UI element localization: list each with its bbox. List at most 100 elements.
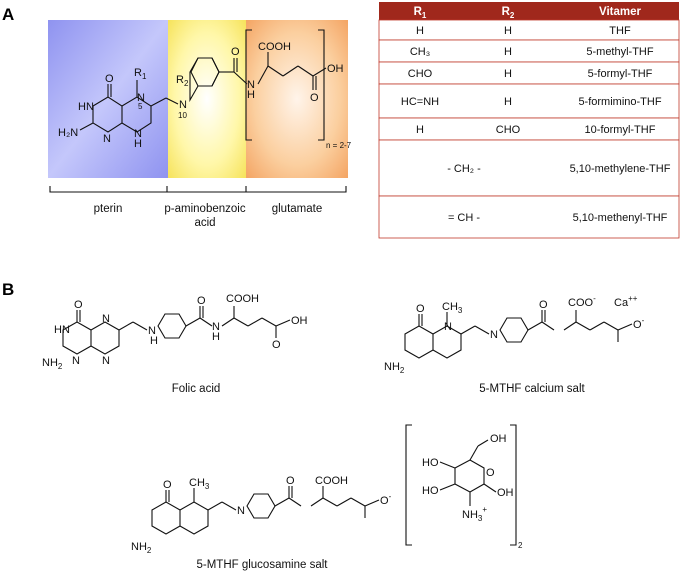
pterin-hn: HN — [78, 101, 94, 113]
header-r2: R2 — [502, 6, 515, 20]
folic-amide-o: O — [197, 295, 206, 307]
mthf-ca-caption: 5-MTHF calcium salt — [479, 383, 585, 395]
cell-r1: H — [416, 124, 424, 136]
header-r1: R1 — [414, 6, 427, 20]
n10-number: 10 — [178, 111, 187, 120]
glc-ho-2: HO — [422, 485, 439, 497]
table-row — [378, 83, 680, 119]
mthf-ca-amide-o: O — [539, 299, 548, 311]
pterin-label: pterin — [94, 203, 123, 215]
folate-general-structure: R1 R2 O HN N 5 H₂N N N H N 10 O N H COOH… — [58, 29, 352, 150]
cell-vitamer: 5,10-methylene-THF — [570, 163, 671, 175]
cell-vitamer: THF — [609, 25, 631, 37]
mthf-ca-amino: NH2 — [384, 361, 405, 375]
r1-label: R1 — [134, 67, 147, 81]
glc-mthf-methyl: CH3 — [189, 477, 210, 491]
cell-bridge: - CH₂ - — [447, 163, 481, 175]
glc-mthf-cooh: COOH — [315, 475, 348, 487]
amide-oxygen: O — [231, 46, 240, 58]
glc-ring-o: O — [486, 467, 495, 479]
glc-oh-right: OH — [497, 487, 514, 499]
alpha-carboxyl: COOH — [258, 41, 291, 53]
mthf-ca-ion: Ca++ — [614, 294, 638, 309]
folic-n1: N — [72, 355, 80, 367]
cell-vitamer: 5-formimino-THF — [578, 96, 661, 108]
glc-ammonium: NH3+ — [462, 505, 487, 523]
glc-mthf-o: O — [163, 479, 172, 491]
cell-r1: CHO — [408, 68, 433, 80]
repeat-count: n = 2-7 — [326, 141, 352, 150]
mthf-ca-o-minus: O- — [633, 316, 645, 331]
table-row — [378, 195, 680, 239]
cell-vitamer: 5-formyl-THF — [588, 68, 653, 80]
cell-r1: CH₃ — [410, 46, 430, 58]
structure-regions — [48, 20, 348, 178]
paba-label: p-aminobenzoic — [164, 203, 245, 215]
mthf-ca-o: O — [416, 303, 425, 315]
table-row — [378, 19, 680, 41]
cell-vitamer: 5-methyl-THF — [586, 46, 654, 58]
folic-acid-o: O — [272, 339, 281, 351]
folic-oxygen: O — [74, 299, 83, 311]
mthf-ca-methyl: CH3 — [442, 301, 463, 315]
amide-h: H — [247, 89, 255, 101]
cell-r2: H — [504, 46, 512, 58]
folic-amide-n: N — [212, 321, 220, 333]
pterin-n8-h: H — [134, 138, 142, 150]
pterin-region — [48, 20, 168, 178]
folic-hn: HN — [54, 324, 70, 336]
paba-region — [168, 20, 246, 178]
glc-caption: 5-MTHF glucosamine salt — [196, 559, 328, 571]
n5-atom: N — [137, 92, 145, 104]
cell-vitamer: 10-formyl-THF — [585, 124, 656, 136]
region-brackets — [49, 186, 347, 193]
folic-acid-structure: O HN N NH2 N N N H O N H COOH OH O Folic… — [42, 293, 308, 395]
table-header-bar — [379, 2, 679, 20]
cell-r1: HC=NH — [401, 96, 439, 108]
folic-n8: N — [102, 355, 110, 367]
cell-r2: H — [504, 68, 512, 80]
mthf-ca-coo: COO- — [568, 294, 596, 309]
panel-b-label: B — [2, 280, 14, 299]
glc-mthf-amino: NH2 — [131, 541, 152, 555]
amino-group: H₂N — [58, 127, 78, 139]
glc-bracket-count: 2 — [518, 541, 523, 550]
folic-amide-h: H — [212, 331, 220, 343]
glutamate-label: glutamate — [272, 203, 323, 215]
glc-mthf-amide-o: O — [286, 475, 295, 487]
table-row — [378, 139, 680, 197]
gamma-hydroxyl: OH — [327, 63, 344, 75]
folic-oh: OH — [291, 315, 308, 327]
folic-caption: Folic acid — [172, 383, 221, 395]
gamma-oxygen: O — [310, 92, 319, 104]
paba-label-acid: acid — [194, 217, 215, 229]
panel-a-label: A — [2, 5, 14, 24]
glc-mthf-o-minus: O- — [380, 492, 392, 507]
cell-r2: H — [504, 25, 512, 37]
mthf-calcium-structure: O CH3 N NH2 N O COO- Ca++ O- 5-MTHF calc… — [384, 294, 645, 395]
folic-amino: NH2 — [42, 357, 63, 371]
cell-r2: H — [504, 96, 512, 108]
cell-r2: CHO — [496, 124, 521, 136]
r2-label: R2 — [176, 74, 189, 88]
glc-oh-top: OH — [490, 433, 507, 445]
glc-mthf-n10: N — [237, 505, 245, 517]
mthf-ca-n5: N — [444, 321, 452, 333]
n5-number: 5 — [138, 102, 143, 111]
pterin-n1: N — [103, 133, 111, 145]
mthf-ca-n10: N — [490, 329, 498, 341]
glutamate-region — [246, 20, 348, 178]
n10-atom: N — [179, 99, 187, 111]
cell-vitamer: 5,10-methenyl-THF — [573, 212, 668, 224]
folic-n10: N — [148, 325, 156, 337]
glc-ho-1: HO — [422, 457, 439, 469]
cell-r1: H — [416, 25, 424, 37]
amide-n: N — [247, 79, 255, 91]
folic-n5: N — [102, 313, 110, 325]
folic-n10-h: H — [150, 335, 158, 347]
folic-cooh: COOH — [226, 293, 259, 305]
pterin-n8: N — [134, 128, 142, 140]
mthf-glucosamine-structure: O CH3 NH2 N O COOH O- OH HO HO O OH NH3+… — [131, 424, 523, 571]
